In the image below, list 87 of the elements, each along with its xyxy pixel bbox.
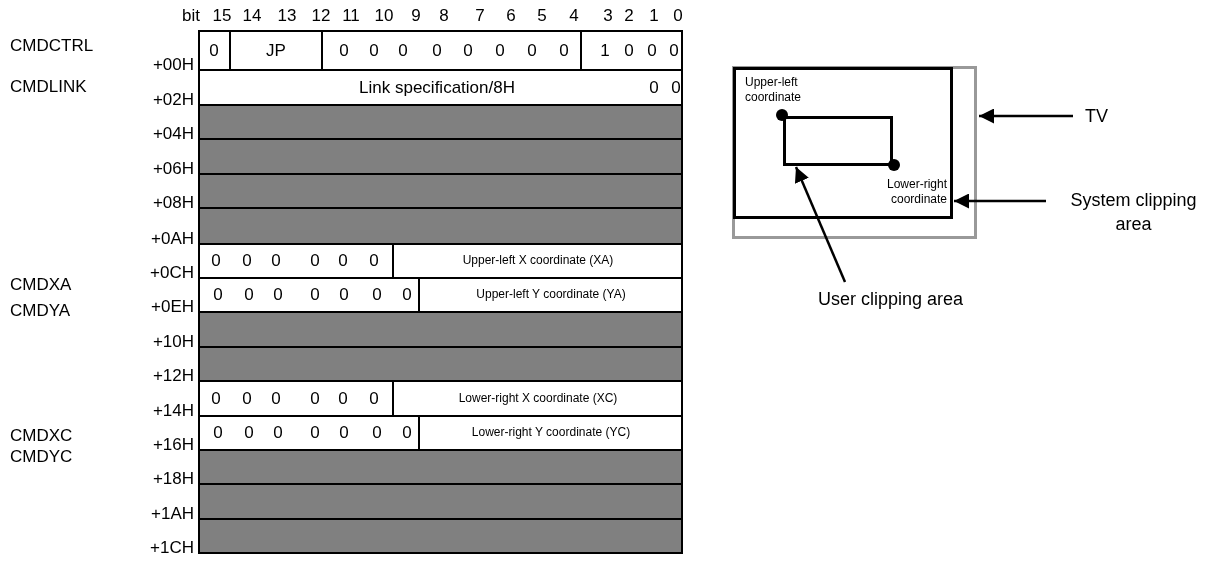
bit-value: 0 [369,41,379,60]
register-name: CMDCTRL [10,36,94,56]
bit-value: 0 [463,41,473,60]
bit-value: 0 [338,251,348,271]
offset-label: +14H [152,401,194,421]
bit-number: 11 [342,6,360,26]
bit-number: 0 [673,6,683,26]
offset-label: +0CH [150,263,194,283]
offset-label: +00H [152,55,194,75]
bit-label: bit [182,6,200,26]
register-name: CMDLINK [10,77,87,97]
bit-number: 15 [212,6,232,26]
coordinate-label: Upper-left coordinate [745,75,803,105]
bit-value: 0 [213,285,223,305]
bit-number: 2 [624,6,634,26]
bit-number: 5 [537,6,547,26]
field-label: Lower-right X coordinate (XC) [458,391,618,406]
bit-value: 0 [402,285,412,305]
field-label: Lower-right Y coordinate (YC) [471,426,631,440]
bit-number: 7 [475,6,485,26]
offset-label: +12H [152,366,194,386]
register-name: CMDXC [10,426,73,446]
bit-value: 0 [310,251,320,271]
bit-value: 0 [432,41,442,60]
offset-label: +02H [152,90,194,110]
bit-value: 0 [211,389,221,408]
bit-value: 0 [213,423,223,443]
bit-number: 1 [649,6,659,26]
bit-number: 14 [242,6,262,26]
bit-value: 0 [339,285,349,305]
bit-value: 0 [338,389,348,408]
field-label: Link specification/8H [359,78,515,97]
bit-value: 0 [242,389,252,408]
bit-value: 0 [209,41,219,60]
bit-number: 12 [311,6,331,26]
offset-label: +08H [152,193,194,213]
bit-value: 0 [402,423,412,443]
bit-value: 0 [369,251,379,271]
field-label: Upper-left X coordinate (XA) [462,254,614,268]
bit-value: 0 [669,41,679,60]
bit-value: 0 [495,41,505,60]
bit-value: 0 [372,285,382,305]
offset-label: +10H [152,332,194,352]
offset-label: +1CH [150,538,194,558]
offset-label: +18H [152,469,194,489]
bit-value: 0 [339,423,349,443]
bit-value: 0 [527,41,537,60]
bit-value: 0 [211,251,221,271]
bit-number: 10 [374,6,394,26]
register-name: CMDYC [10,447,73,467]
coordinate-label: Lower-right coordinate [885,177,947,207]
bit-value: 0 [372,423,382,443]
bit-value: 0 [339,41,349,60]
bit-value: 0 [624,41,634,60]
register-name: CMDYA [10,301,71,321]
bit-value: 1 [600,41,610,60]
bit-number: 8 [439,6,449,26]
bit-value: 0 [369,389,379,408]
bit-value: 0 [398,41,408,60]
bit-value: 0 [559,41,569,60]
bit-value: 0 [310,389,320,408]
bit-value: 0 [310,423,320,443]
offset-label: +04H [152,124,194,144]
bit-number: 13 [277,6,297,26]
bit-value: 0 [273,423,283,443]
bit-number: 9 [411,6,421,26]
register-name: CMDXA [10,275,72,295]
bit-number: 6 [506,6,516,26]
field-name: JP [266,41,286,60]
field-label: Upper-left Y coordinate (YA) [476,288,626,302]
bit-value: 0 [271,389,281,408]
offset-label: +16H [152,435,194,455]
bit-value: 0 [647,41,657,60]
offset-label: +06H [152,159,194,179]
bit-value: 0 [310,285,320,305]
bit-value: 0 [271,251,281,271]
bit-value: 0 [242,251,252,271]
offset-label: +1AH [151,504,194,524]
offset-label: +0AH [151,229,194,249]
bit-number: 3 [603,6,613,26]
bit-value: 0 [273,285,283,305]
bit-value: 0 [244,285,254,305]
bit-value: 0 [671,78,681,97]
bit-number: 4 [569,6,579,26]
bit-value: 0 [649,78,659,97]
bit-value: 0 [244,423,254,443]
offset-label: +0EH [151,297,194,317]
